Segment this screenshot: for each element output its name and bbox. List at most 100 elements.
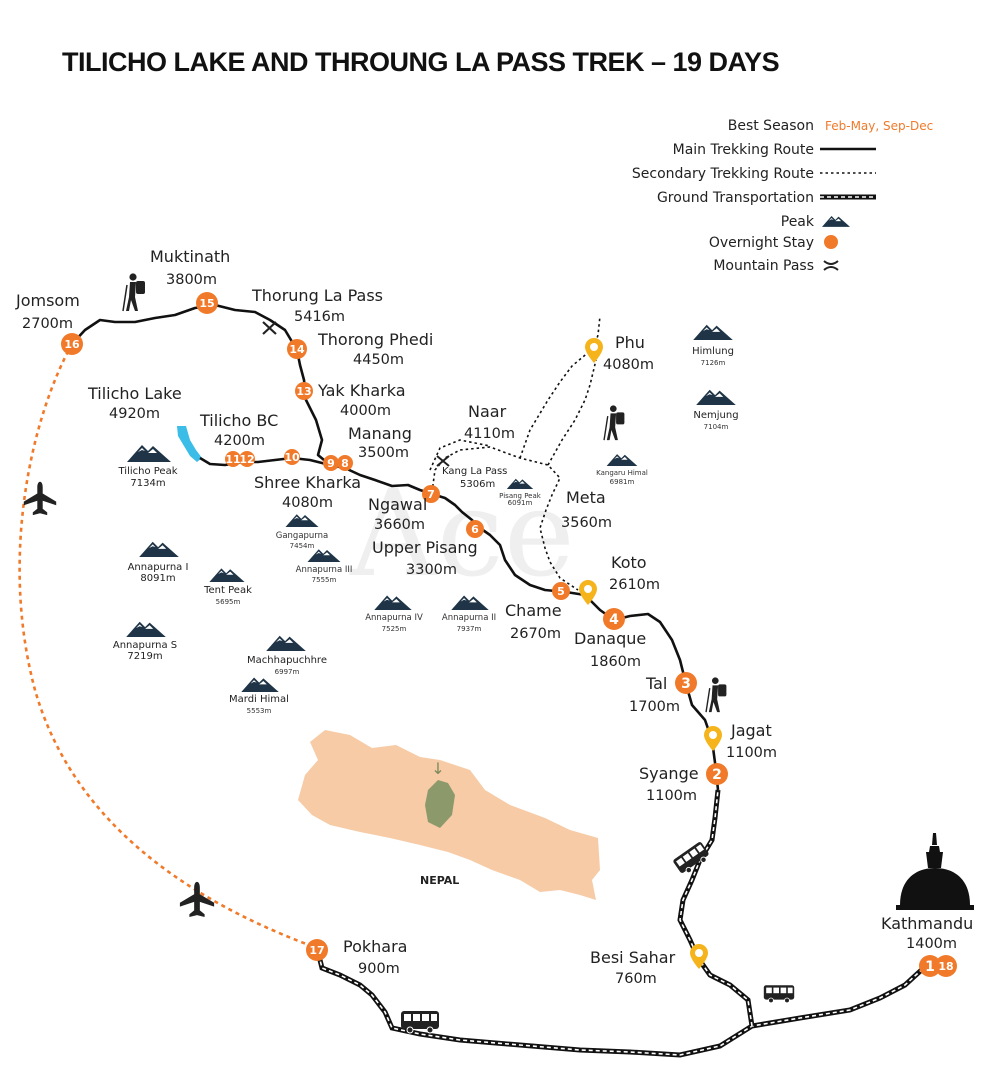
svg-text:5306m: 5306m [460,479,495,490]
tal-name: Tal [645,674,667,693]
kathmandu-name: Kathmandu [881,914,973,933]
stupa-icon [896,833,974,910]
stop-5: 5 [552,582,570,600]
manang-name: Manang [348,424,412,443]
phu-name: Phu [615,333,645,352]
stop-15: 15 [196,292,218,314]
meta-name: Meta [566,488,606,507]
bus-icon [763,984,795,1004]
pin-phu [585,338,603,363]
svg-text:3: 3 [681,676,691,692]
peak-himlung: Himlung 7126m [692,324,734,367]
svg-text:Annapurna II: Annapurna II [442,613,496,623]
legend-main-route: Main Trekking Route [673,142,814,158]
svg-text:7219m: 7219m [127,651,162,662]
shree-kharka-name: Shree Kharka [254,473,361,492]
jagat-name: Jagat [730,721,772,740]
ngawal-name: Ngawal [368,495,427,514]
tilicho-bc-elev: 4200m [214,433,265,449]
tilicho-lake-name: Tilicho Lake [87,384,182,403]
stop-6: 6 [466,520,484,538]
svg-text:15: 15 [199,297,214,310]
peak-mardi-himal: Mardi Himal 5553m [229,677,289,715]
stop-9: 9 [323,455,339,471]
svg-text:7454m: 7454m [290,542,315,550]
svg-text:7525m: 7525m [382,625,407,633]
svg-text:Pisang Peak: Pisang Peak [499,492,542,500]
stop-12: 12 [239,451,255,467]
svg-text:Himlung: Himlung [692,346,734,357]
stop-3: 3 [675,672,697,694]
stop-1: 1 [919,955,941,977]
jomsom-name: Jomsom [15,291,80,310]
watermark: Ace [349,465,575,604]
pokhara-name: Pokhara [343,937,407,956]
svg-text:7937m: 7937m [457,625,482,633]
stop-11: 11 [225,451,241,467]
svg-text:7555m: 7555m [312,576,337,584]
upper-pisang-name: Upper Pisang [372,538,478,557]
ground-transport-roads [314,789,930,1058]
svg-text:12: 12 [239,453,254,466]
stop-7: 7 [422,485,440,503]
kang-la-pass: Kang La Pass 5306m [436,455,507,490]
legend-overnight-stay: Overnight Stay [709,235,814,251]
tilicho-bc-name: Tilicho BC [199,411,278,430]
yak-kharka-name: Yak Kharka [317,381,406,400]
hiker-icon [122,273,146,312]
inset-country-label: NEPAL [420,874,459,887]
bus-icon [400,1010,440,1034]
ngawal-elev: 3660m [374,517,425,533]
legend-peak-icon [822,216,850,227]
stop-17: 17 [306,939,328,961]
plane-icon [23,481,57,516]
peak-annapurna-2: Annapurna II 7937m [442,595,496,633]
thorong-phedi-name: Thorong Phedi [317,330,433,349]
phu-elev: 4080m [603,357,654,373]
pokhara-elev: 900m [358,961,400,977]
place-labels: Jomsom 2700m Muktinath 3800m Thorung La … [15,247,973,987]
svg-text:9: 9 [327,457,335,470]
legend-secondary-route: Secondary Trekking Route [632,166,814,182]
svg-text:14: 14 [289,343,305,356]
svg-text:Nemjung: Nemjung [693,410,738,421]
svg-text:6: 6 [471,523,479,536]
stop-4: 4 [603,608,625,630]
svg-text:Ace: Ace [349,465,575,604]
map-title: TILICHO LAKE AND THROUNG LA PASS TREK – … [62,47,779,77]
kathmandu-elev: 1400m [906,936,957,952]
secondary-routes [429,315,601,591]
shree-kharka-elev: 4080m [282,495,333,511]
svg-text:Tilicho Peak: Tilicho Peak [117,466,177,477]
svg-text:5553m: 5553m [247,707,272,715]
svg-text:2: 2 [712,767,722,783]
jomsom-elev: 2700m [22,316,73,332]
svg-text:17: 17 [309,944,324,957]
legend-peak: Peak [781,214,815,230]
koto-elev: 2610m [609,577,660,593]
svg-text:Machhapuchhre: Machhapuchhre [247,655,327,666]
syange-elev: 1100m [646,788,697,804]
legend-ground-transport: Ground Transportation [657,190,814,206]
syange-name: Syange [639,764,699,783]
manang-elev: 3500m [358,445,409,461]
muktinath-name: Muktinath [150,247,230,266]
legend-best-season-label: Best Season [728,118,814,134]
svg-text:Gangapurna: Gangapurna [276,531,329,541]
naar-name: Naar [468,402,507,421]
svg-text:7134m: 7134m [130,478,165,489]
besi-sahar-name: Besi Sahar [590,948,676,967]
inset-marker-arrow: ↓ [431,759,444,778]
svg-text:18: 18 [938,960,953,973]
svg-text:Mardi Himal: Mardi Himal [229,694,289,705]
thorung-la-elev: 5416m [294,309,345,325]
svg-text:7126m: 7126m [701,359,726,367]
